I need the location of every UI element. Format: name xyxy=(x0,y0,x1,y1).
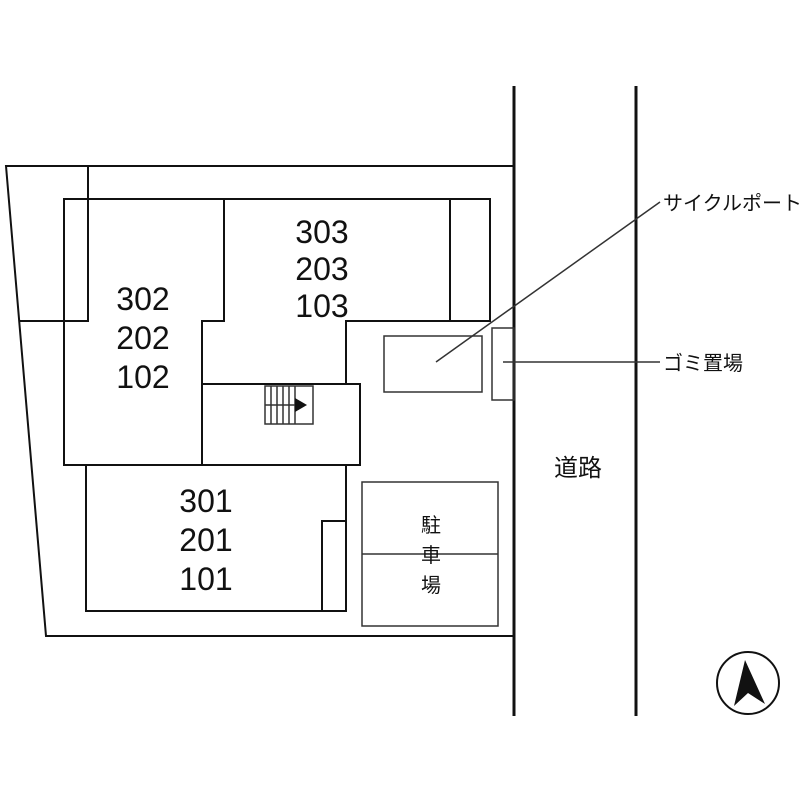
stair-direction-arrow xyxy=(295,398,307,412)
compass-needle xyxy=(734,660,765,706)
garbage-area-label: ゴミ置場 xyxy=(663,351,743,375)
unit-label-201: 201 xyxy=(179,522,232,558)
compass-circle xyxy=(716,651,780,715)
unit-label-203: 203 xyxy=(295,251,348,287)
top-right-balcony xyxy=(449,198,491,322)
unit-label-301: 301 xyxy=(179,483,232,519)
garbage-area xyxy=(491,327,515,401)
road-label: 道路 xyxy=(554,454,602,482)
parking-label-char-3: 場 xyxy=(421,573,441,597)
unit-label-302: 302 xyxy=(116,281,169,317)
bottom-balcony xyxy=(321,520,347,612)
stairs-icon xyxy=(264,385,314,425)
cycle-port-label: サイクルポート xyxy=(663,191,800,215)
parking-label-char-2: 車 xyxy=(421,543,441,567)
unit-label-102: 102 xyxy=(116,359,169,395)
cycle-port-leader xyxy=(435,201,661,363)
unit-label-202: 202 xyxy=(116,320,169,356)
north-arrow-icon xyxy=(716,651,780,715)
left-balcony xyxy=(63,198,89,322)
unit-label-101: 101 xyxy=(179,561,232,597)
unit-label-303: 303 xyxy=(295,214,348,250)
unit-label-103: 103 xyxy=(295,288,348,324)
parking-label-char-1: 駐 xyxy=(421,513,441,537)
cycle-port-area xyxy=(383,335,483,393)
